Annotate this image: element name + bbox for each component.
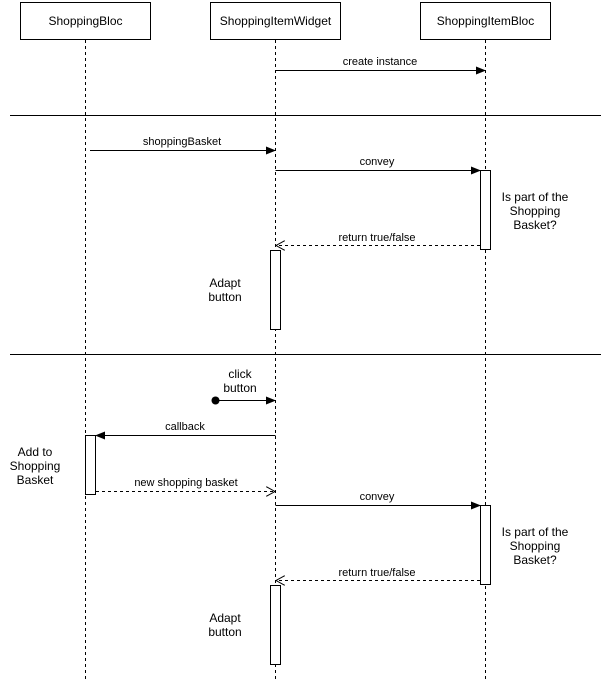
note-adapt-button-1: Adapt button <box>208 276 242 304</box>
label-new-shopping-basket: new shopping basket <box>134 477 238 489</box>
activation-item-bloc-1 <box>480 170 491 250</box>
label-return-2: return true/false <box>338 567 416 579</box>
label-callback: callback <box>165 421 205 433</box>
activation-item-widget-2 <box>270 585 281 665</box>
activation-item-widget-1 <box>270 250 281 330</box>
participant-shopping-bloc: ShoppingBloc <box>20 2 151 40</box>
note-add-to-basket: Add to Shopping Basket <box>9 445 61 487</box>
label-convey-2: convey <box>359 491 395 503</box>
activation-item-bloc-2 <box>480 505 491 585</box>
participant-shopping-item-bloc: ShoppingItemBloc <box>420 2 551 40</box>
label-shopping-basket: shoppingBasket <box>142 136 222 148</box>
label-convey-1: convey <box>359 156 395 168</box>
note-adapt-button-2: Adapt button <box>208 611 242 639</box>
activation-shopping-bloc <box>85 435 96 495</box>
label-click-button: click button <box>223 367 257 395</box>
participant-shopping-item-widget: ShoppingItemWidget <box>210 2 341 40</box>
note-is-part-1: Is part of the Shopping Basket? <box>501 190 569 232</box>
label-return-1: return true/false <box>338 232 416 244</box>
note-is-part-2: Is part of the Shopping Basket? <box>501 525 569 567</box>
label-create-instance: create instance <box>342 56 418 68</box>
